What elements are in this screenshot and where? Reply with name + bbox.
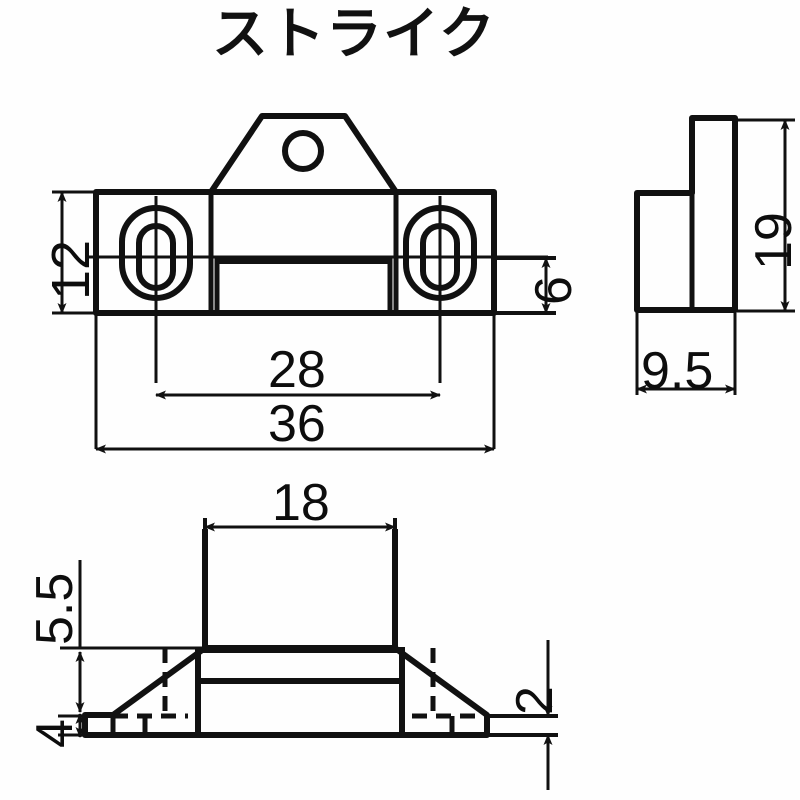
bottom-hidden-lines-left <box>113 648 188 719</box>
side-view-dimensions <box>635 118 795 395</box>
front-lug-outline <box>208 113 399 195</box>
front-recess-outline <box>214 255 393 316</box>
dim-label-18: 18 <box>272 474 330 532</box>
side-profile-outline <box>634 115 738 313</box>
dim-label-36: 36 <box>268 395 326 453</box>
dim-label-6: 6 <box>525 276 583 305</box>
dim-label-28: 28 <box>268 341 326 399</box>
dim-label-12: 12 <box>41 239 101 300</box>
front-view-dimensions <box>52 190 556 454</box>
front-lug-hole <box>282 130 324 172</box>
dim-label-55: 5.5 <box>26 572 84 645</box>
bottom-cavity-outline <box>195 647 405 738</box>
page-title: ストライク <box>212 2 496 67</box>
bottom-boss-sides <box>202 529 398 648</box>
dim-label-2: 2 <box>506 686 564 715</box>
bottom-view-dimensions <box>58 518 558 790</box>
bottom-view-geometry <box>82 529 490 738</box>
dim-label-19: 19 <box>745 212 800 270</box>
dim-label-95: 9.5 <box>641 342 714 400</box>
side-view-geometry <box>634 115 738 313</box>
front-view-geometry <box>88 113 548 316</box>
dim-label-4: 4 <box>26 719 84 748</box>
